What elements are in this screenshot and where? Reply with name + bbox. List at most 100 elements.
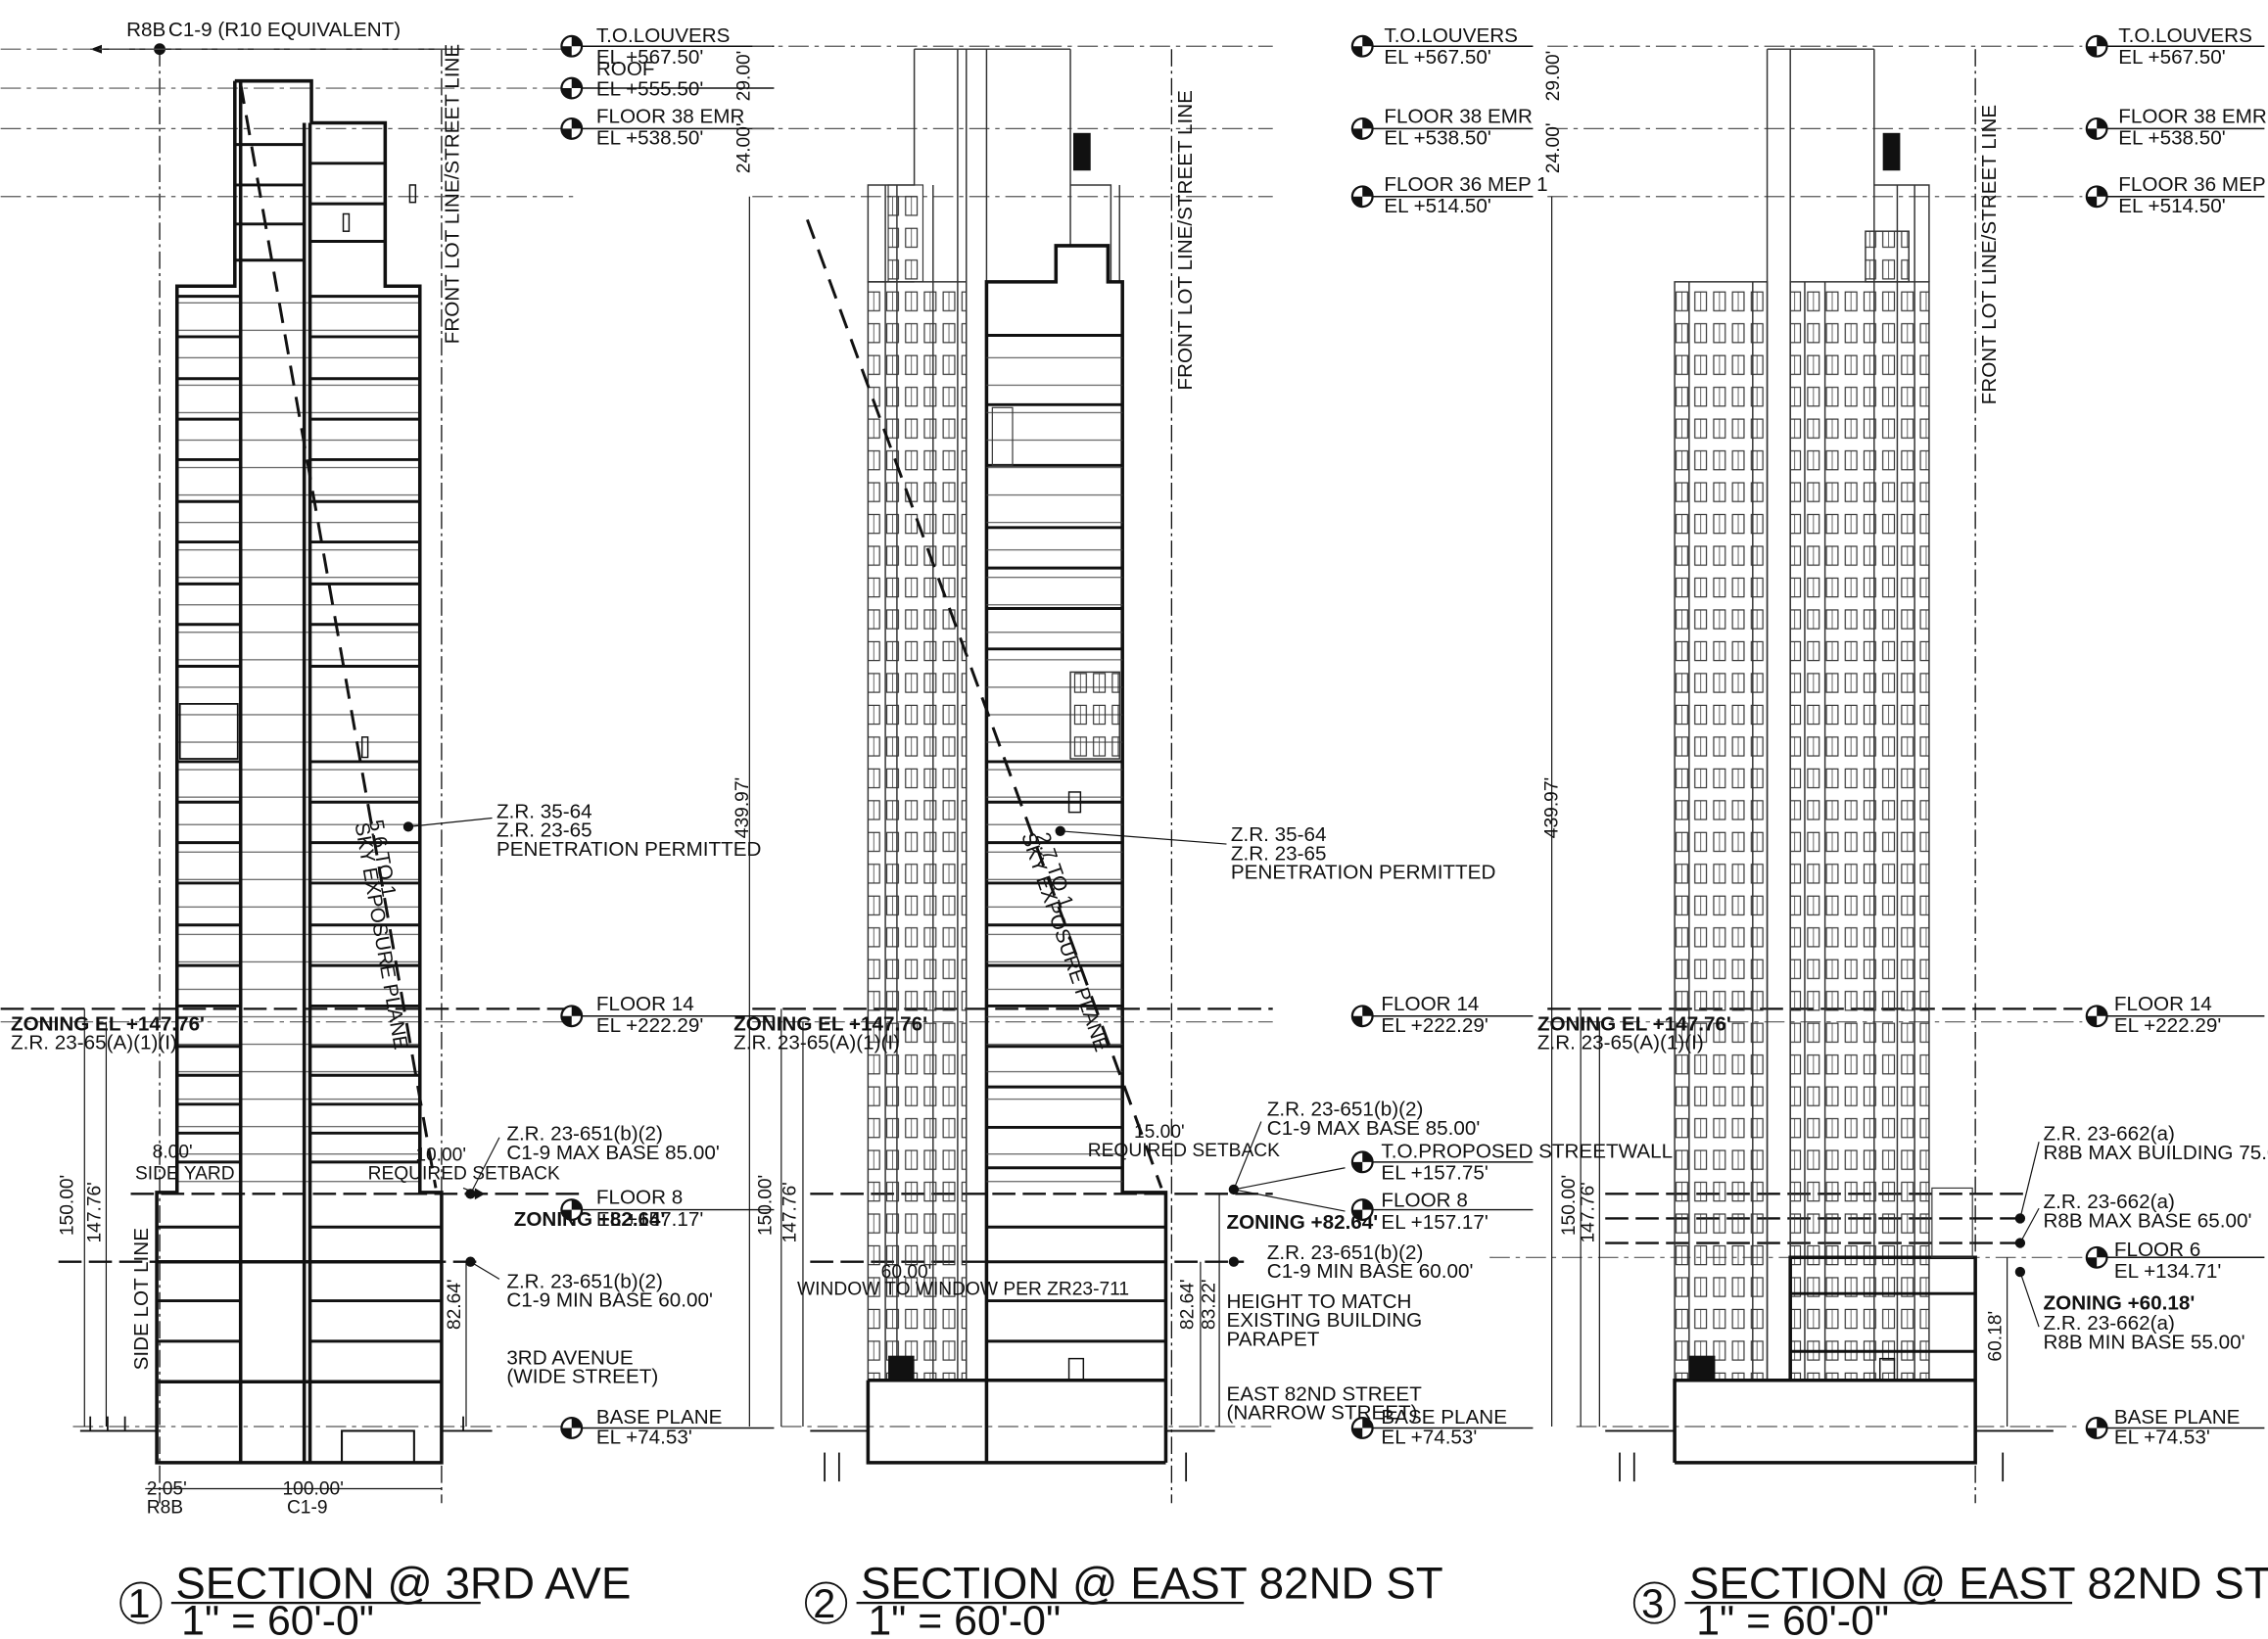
window-note: WINDOW TO WINDOW PER ZR23-711	[797, 1280, 1129, 1300]
level-el-3-5: EL +74.53'	[2114, 1427, 2210, 1449]
level-name-2-6: BASE PLANE	[1381, 1406, 1507, 1428]
level-el-2-6: EL +74.53'	[1381, 1427, 1477, 1449]
level-name-2-5: FLOOR 8	[1381, 1190, 1467, 1212]
dim-60-3: 60.18'	[1986, 1311, 2007, 1362]
max-base-note-2a: Z.R. 23-651(b)(2)	[1267, 1099, 1424, 1121]
min-base-note-1a: Z.R. 23-651(b)(2)	[506, 1270, 663, 1292]
zoning-el-label-3: ZONING EL +147.76'	[1537, 1013, 1731, 1036]
setback-dim-2: 15.00'	[1134, 1122, 1185, 1143]
dim-24-2: 24.00'	[733, 122, 754, 173]
dim-82-2: 82.64'	[1178, 1279, 1199, 1330]
level-el-3-1: EL +538.50'	[2118, 127, 2225, 150]
dim-150-1: 150.00'	[57, 1175, 77, 1236]
zoning-mid-label-2: ZONING +82.64'	[1226, 1211, 1378, 1234]
section-title-1: SECTION @ 3RD AVE	[175, 1559, 631, 1609]
street-note-1a: 3RD AVENUE	[506, 1347, 633, 1370]
district-c19-label: C1-9 (R10 EQUIVALENT)	[168, 19, 401, 41]
max-building-note-b: R8B MAX BUILDING 75.00'	[2044, 1142, 2268, 1164]
level-el-1-2: EL +538.50'	[596, 127, 703, 150]
dim-439-2: 439.97'	[732, 777, 753, 838]
level-el-1-4: EL +157.17'	[596, 1208, 703, 1231]
section-number-2: 2	[813, 1581, 835, 1626]
building-section-1	[155, 78, 444, 1465]
setback-label-2: REQUIRED SETBACK	[1088, 1141, 1280, 1161]
dim-29-2: 29.00'	[733, 51, 754, 102]
level-name-1-2: FLOOR 38 EMR	[596, 105, 745, 127]
section-scale-3: 1" = 60'-0"	[1696, 1598, 1889, 1639]
sky-exposure-plane-1	[239, 83, 438, 1189]
level-el-2-1: EL +538.50'	[1384, 127, 1490, 150]
section-title-2: SECTION @ EAST 82ND ST	[861, 1559, 1443, 1609]
front-lot-line-label-1: FRONT LOT LINE/STREET LINE	[442, 44, 464, 344]
dim-100-1: 100.00'	[283, 1478, 344, 1499]
penetration-note-1c: PENETRATION PERMITTED	[496, 838, 761, 861]
level-el-1-5: EL +74.53'	[596, 1427, 692, 1449]
level-name-3-2: FLOOR 36 MEP 1	[2118, 173, 2268, 196]
height-match-note-a: HEIGHT TO MATCH	[1226, 1290, 1411, 1313]
side-yard-dim: 8.00'	[153, 1142, 193, 1162]
building-section-3	[1673, 48, 1977, 1465]
side-lot-line-label: SIDE LOT LINE	[130, 1228, 153, 1370]
level-name-2-3: FLOOR 14	[1381, 993, 1479, 1015]
street-note-2b: (NARROW STREET)	[1226, 1402, 1417, 1425]
dim-147-3: 147.76'	[1578, 1182, 1598, 1242]
level-name-2-1: FLOOR 38 EMR	[1384, 105, 1533, 127]
section-number-bubble-2	[805, 1581, 848, 1624]
max-base-note-3a: Z.R. 23-662(a)	[2044, 1191, 2175, 1213]
level-name-3-5: BASE PLANE	[2114, 1406, 2241, 1428]
dim-150-3: 150.00'	[1559, 1175, 1580, 1236]
level-name-1-3: FLOOR 14	[596, 993, 694, 1015]
min-base-note-3a: Z.R. 23-662(a)	[2044, 1312, 2175, 1335]
zoning-mid-label-3: ZONING +60.18'	[2044, 1291, 2196, 1314]
level-name-2-0: T.O.LOUVERS	[1384, 24, 1518, 47]
level-el-2-3: EL +222.29'	[1381, 1014, 1488, 1037]
level-name-1-5: BASE PLANE	[596, 1406, 723, 1428]
level-el-2-2: EL +514.50'	[1384, 195, 1490, 217]
section-number-bubble-3	[1632, 1581, 1676, 1624]
zoning-el-label-2: ZONING EL +147.76'	[733, 1013, 927, 1036]
max-building-note-a: Z.R. 23-662(a)	[2044, 1123, 2175, 1146]
level-markers-2: T.O.LOUVERS EL +567.50' FLOOR 38 EMR EL …	[1350, 24, 1673, 1449]
zone-r8b-bottom: R8B	[147, 1498, 183, 1519]
section-number-3: 3	[1641, 1581, 1664, 1626]
dim-82-1: 82.64'	[445, 1279, 465, 1330]
front-lot-line-label-2: FRONT LOT LINE/STREET LINE	[1174, 90, 1197, 390]
section-2-east-82nd: FRONT LOT LINE/STREET LINE	[732, 24, 1673, 1639]
setback-label-1: REQUIRED SETBACK	[368, 1164, 560, 1185]
penetration-note-2a: Z.R. 35-64	[1231, 823, 1327, 846]
penetration-note-2b: Z.R. 23-65	[1231, 842, 1327, 865]
level-el-3-4: EL +134.71'	[2114, 1260, 2221, 1283]
level-el-3-3: EL +222.29'	[2114, 1014, 2221, 1037]
dim-147-2: 147.76'	[780, 1182, 801, 1242]
min-base-note-2a: Z.R. 23-651(b)(2)	[1267, 1241, 1424, 1264]
dim-29-3: 29.00'	[1543, 51, 1564, 102]
building-section-2	[866, 48, 1168, 1465]
level-el-3-0: EL +567.50'	[2118, 46, 2225, 69]
level-name-1-4: FLOOR 8	[596, 1187, 683, 1209]
zoning-ref-label-3: Z.R. 23-65(A)(1)(I)	[1537, 1032, 1704, 1054]
level-name-3-0: T.O.LOUVERS	[2118, 24, 2252, 47]
zoning-ref-label-1: Z.R. 23-65(A)(1)(I)	[11, 1032, 177, 1054]
level-name-3-1: FLOOR 38 EMR	[2118, 105, 2267, 127]
window-dim: 60.00'	[881, 1262, 932, 1283]
penetration-note-1a: Z.R. 35-64	[496, 801, 592, 823]
level-el-2-5: EL +157.17'	[1381, 1211, 1488, 1234]
level-name-3-3: FLOOR 14	[2114, 993, 2212, 1015]
level-markers-1: T.O.LOUVERS EL +567.50' ROOF EL +555.50'…	[560, 24, 775, 1449]
district-r8b-label: R8B	[126, 19, 165, 41]
min-base-note-2b: C1-9 MIN BASE 60.00'	[1267, 1260, 1474, 1283]
section-scale-2: 1" = 60'-0"	[868, 1598, 1061, 1639]
dim-205-1: 2.05'	[147, 1478, 187, 1499]
level-el-2-0: EL +567.50'	[1384, 46, 1490, 69]
level-markers-3: T.O.LOUVERS EL +567.50' FLOOR 38 EMR EL …	[2085, 24, 2268, 1449]
section-scale-1: 1" = 60'-0"	[181, 1598, 374, 1639]
max-base-note-2b: C1-9 MAX BASE 85.00'	[1267, 1117, 1481, 1140]
level-el-3-2: EL +514.50'	[2118, 195, 2225, 217]
section-number-1: 1	[128, 1581, 151, 1626]
min-base-note-1b: C1-9 MIN BASE 60.00'	[506, 1288, 713, 1311]
street-note-1b: (WIDE STREET)	[506, 1366, 658, 1388]
dim-83-2: 83.22'	[1200, 1279, 1220, 1330]
setback-dim-1: 10.00'	[415, 1145, 466, 1165]
level-name-2-2: FLOOR 36 MEP 1	[1384, 173, 1547, 196]
